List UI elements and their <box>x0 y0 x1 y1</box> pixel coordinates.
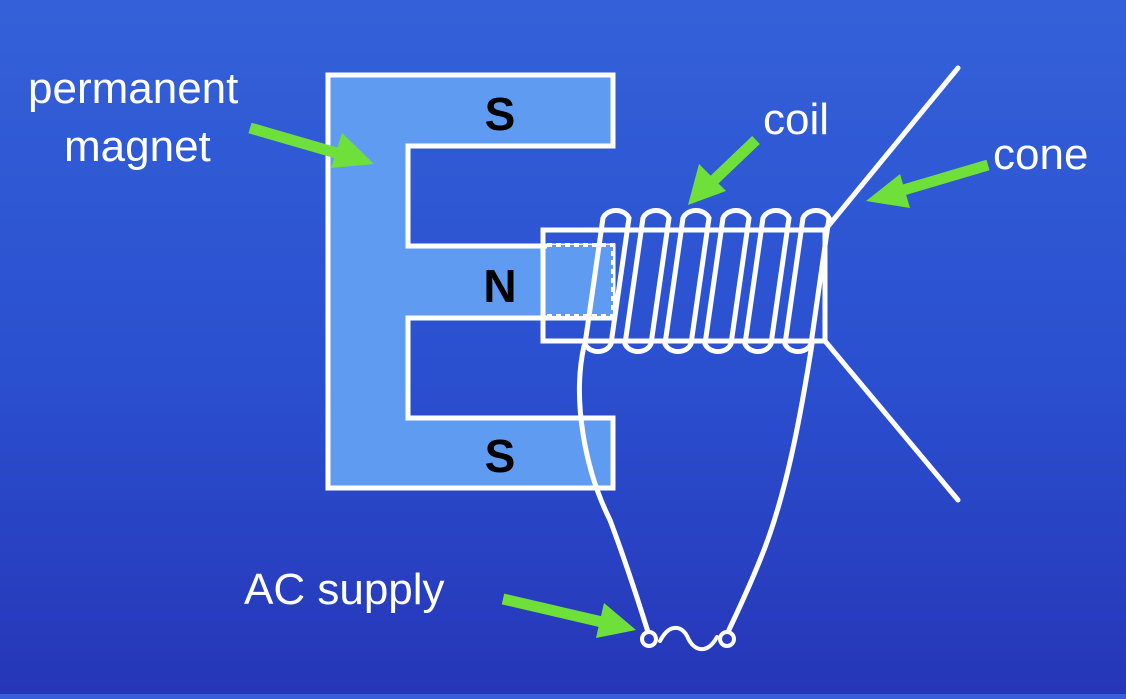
ac-wave <box>658 625 719 652</box>
coil-turn <box>702 208 752 354</box>
coil-turn <box>662 208 712 354</box>
cone-lower <box>822 338 961 503</box>
ac-terminal-right <box>718 630 736 648</box>
alternating-current-symbol-icon <box>640 625 736 652</box>
magnet-arrow-icon <box>248 122 374 168</box>
label-cone: cone <box>993 130 1089 179</box>
pole-label-bottom: S <box>484 430 516 482</box>
coil-arrow-icon <box>688 136 760 205</box>
label-ac-supply: AC supply <box>244 565 445 614</box>
cone-arrow-icon <box>866 159 990 208</box>
pole-label-top: S <box>484 88 516 140</box>
pole-tip-dotted-edge <box>547 243 615 318</box>
pointer-arrows <box>248 122 990 638</box>
coil-turn <box>582 208 632 354</box>
lead-wire-left <box>577 343 651 635</box>
pole-label-middle: N <box>483 260 517 312</box>
north-pole-tip <box>547 245 613 316</box>
label-magnet: magnet <box>64 122 211 171</box>
ac-supply-arrow-icon <box>501 593 636 638</box>
coil-former <box>540 227 828 344</box>
coil-turn <box>742 208 792 354</box>
label-coil: coil <box>763 95 830 144</box>
ac-terminal-left <box>640 630 658 648</box>
lead-wire-right <box>725 341 815 635</box>
cone-upper <box>822 65 961 233</box>
coil-turn <box>622 208 672 354</box>
label-permanent: permanent <box>28 64 239 113</box>
